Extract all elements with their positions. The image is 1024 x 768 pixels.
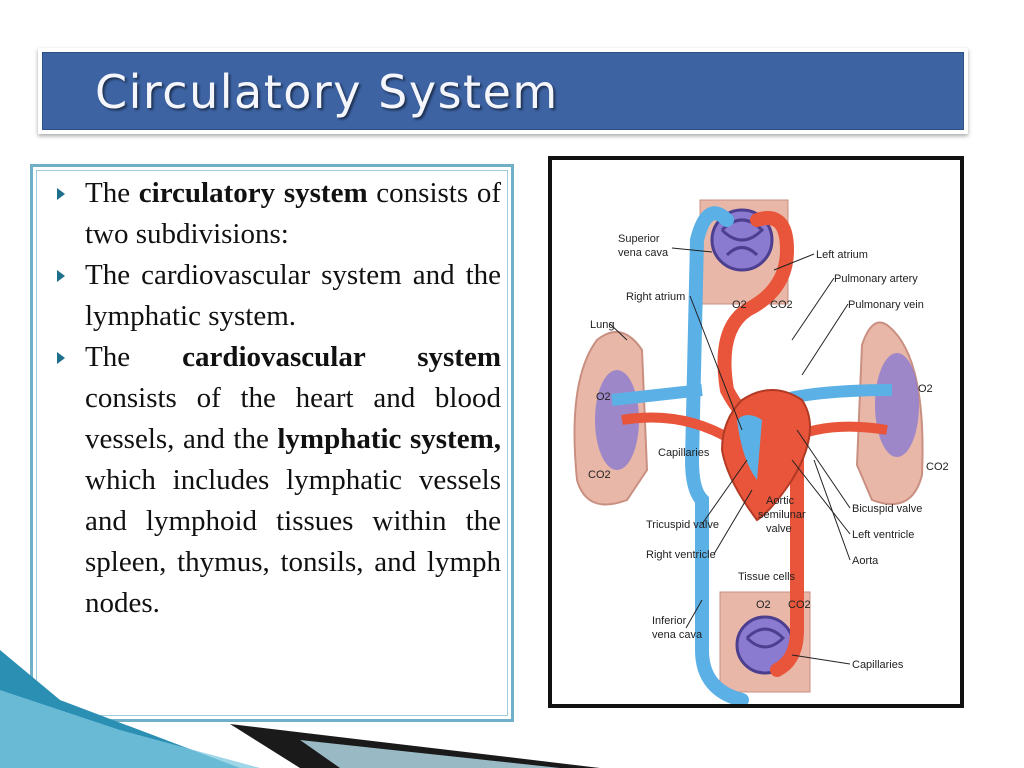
label-lung: Lung	[590, 319, 614, 331]
bullet-item: The cardiovascular system and the lympha…	[53, 255, 501, 337]
bullet-bold-text: lymphatic system,	[277, 423, 501, 455]
diagram-frame: Superior vena cava Right atrium Lung O2 …	[548, 156, 964, 708]
leader-lines	[609, 247, 851, 665]
circulatory-diagram: Superior vena cava Right atrium Lung O2 …	[573, 199, 949, 704]
label-superior-vena-cava-2: vena cava	[618, 247, 669, 259]
label-aortic-valve-3: valve	[766, 523, 792, 535]
bullet-text: consists of the heart and blood vessels,…	[85, 382, 501, 455]
label-tissue-cells: Tissue cells	[738, 571, 796, 583]
bullet-arrow-icon	[57, 188, 65, 200]
deco-pale-wedge	[300, 740, 560, 768]
title-banner: Circulatory System	[42, 52, 964, 130]
bullet-item: The cardiovascular system consists of th…	[53, 337, 501, 624]
label-left-ventricle: Left ventricle	[852, 529, 914, 541]
label-co2-left: CO2	[588, 469, 611, 481]
label-co2-top: CO2	[770, 299, 793, 311]
text-panel: The circulatory system consists of two s…	[30, 164, 514, 722]
label-left-atrium: Left atrium	[816, 249, 868, 261]
deco-light-wedge	[0, 690, 260, 768]
label-capillaries-mid: Capillaries	[658, 447, 710, 459]
heart-right-side	[737, 415, 762, 480]
label-aortic-valve-2: semilunar	[758, 509, 806, 521]
label-o2-top: O2	[732, 299, 747, 311]
label-pulmonary-vein: Pulmonary vein	[848, 299, 924, 311]
bullet-bold-text: cardiovascular system	[182, 341, 501, 373]
deco-dark-wedge	[230, 724, 600, 768]
bullet-text: consists of two subdivisions:	[85, 177, 501, 250]
label-co2-right: CO2	[926, 461, 949, 473]
bullet-text: The	[85, 341, 183, 373]
label-tricuspid-valve: Tricuspid valve	[646, 519, 719, 531]
label-o2-left: O2	[596, 391, 611, 403]
pulmonary-vein-left	[621, 412, 735, 445]
lower-capillary-loops	[745, 627, 786, 649]
label-o2-bottom: O2	[756, 599, 771, 611]
label-capillaries-bottom: Capillaries	[852, 659, 904, 671]
corner-decoration	[0, 650, 600, 768]
label-inferior-vena-cava-2: vena cava	[652, 629, 703, 641]
right-lung-capillaries	[875, 353, 919, 457]
label-co2-bottom: CO2	[788, 599, 811, 611]
label-aorta: Aorta	[852, 555, 879, 567]
bullet-arrow-icon	[57, 270, 65, 282]
title-bar: Circulatory System	[38, 48, 968, 134]
bullet-text: which includes lymphatic vessels and lym…	[85, 464, 501, 619]
vena-cava-vessel	[684, 206, 749, 704]
aorta-vessel	[717, 211, 804, 677]
pulmonary-artery-left	[611, 384, 703, 406]
label-pulmonary-artery: Pulmonary artery	[834, 273, 918, 285]
slide-title: Circulatory System	[95, 65, 559, 119]
bullet-text: The cardiovascular system and the lympha…	[85, 259, 501, 332]
bullet-item: The circulatory system consists of two s…	[53, 173, 501, 255]
label-right-atrium: Right atrium	[626, 291, 685, 303]
bullet-list: The circulatory system consists of two s…	[53, 173, 501, 624]
bullet-arrow-icon	[57, 352, 65, 364]
label-inferior-vena-cava-1: Inferior	[652, 615, 687, 627]
label-right-ventricle: Right ventricle	[646, 549, 716, 561]
label-aortic-valve-1: Aortic	[766, 495, 795, 507]
label-superior-vena-cava-1: Superior	[618, 233, 660, 245]
label-o2-right: O2	[918, 383, 933, 395]
label-bicuspid-valve: Bicuspid valve	[852, 503, 922, 515]
text-panel-inner-border	[36, 170, 508, 716]
bullet-text: The	[85, 177, 139, 209]
bullet-bold-text: circulatory system	[138, 177, 368, 209]
